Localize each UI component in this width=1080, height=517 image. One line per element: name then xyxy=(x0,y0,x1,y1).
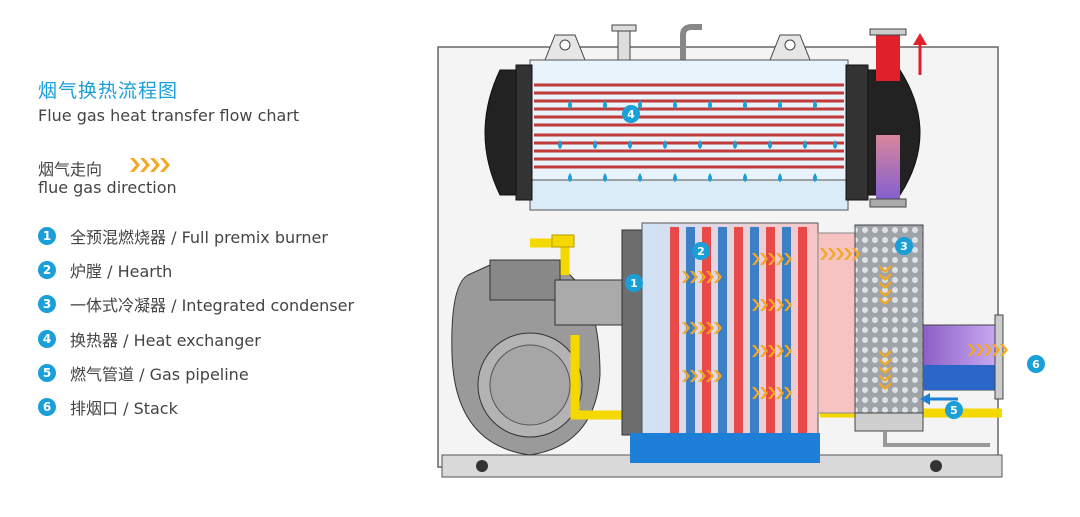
hot-water-outlet xyxy=(876,35,900,81)
legend-item-label: 全预混燃烧器 / Full premix burner xyxy=(70,228,328,247)
heat-exchanger-tubes xyxy=(534,83,844,169)
badge-4: 4 xyxy=(622,105,640,123)
heat-exchanger-left-cap xyxy=(484,69,521,196)
badge-5: 5 xyxy=(945,401,963,419)
hearth-water-tubes xyxy=(670,227,807,437)
legend-item-label: 炉膛 / Hearth xyxy=(70,262,173,281)
hearth xyxy=(641,222,819,439)
svg-text:2: 2 xyxy=(697,245,705,258)
boiler-diagram: 1 2 3 4 5 6 xyxy=(437,24,1045,478)
legend-item-label: 排烟口 / Stack xyxy=(70,399,178,418)
badge-3: 3 xyxy=(895,237,913,255)
badge-6: 6 xyxy=(1027,355,1045,373)
legend-item-label: 燃气管道 / Gas pipeline xyxy=(70,365,249,384)
legend-item-gas-pipeline: 5 燃气管道 / Gas pipeline xyxy=(38,362,249,384)
legend-number: 2 xyxy=(38,261,56,279)
legend-item-hearth: 2 炉膛 / Hearth xyxy=(38,259,172,281)
direction-label-en: flue gas direction xyxy=(38,178,177,197)
legend-number: 3 xyxy=(38,295,56,313)
full-premix-burner xyxy=(621,229,645,436)
legend-item-condenser: 3 一体式冷凝器 / Integrated condenser xyxy=(38,293,354,315)
legend-item-burner: 1 全预混燃烧器 / Full premix burner xyxy=(38,225,328,247)
svg-text:3: 3 xyxy=(900,240,908,253)
legend-number: 4 xyxy=(38,330,56,348)
badge-1: 1 xyxy=(625,274,643,292)
svg-text:5: 5 xyxy=(950,404,958,417)
legend-item-heat-exchanger: 4 换热器 / Heat exchanger xyxy=(38,328,261,350)
svg-text:1: 1 xyxy=(630,277,638,290)
legend-number: 5 xyxy=(38,364,56,382)
legend-title-cn: 烟气换热流程图 xyxy=(38,80,179,102)
legend-item-stack: 6 排烟口 / Stack xyxy=(38,396,178,418)
legend-item-label: 换热器 / Heat exchanger xyxy=(70,331,261,350)
legend-number: 1 xyxy=(38,227,56,245)
svg-text:6: 6 xyxy=(1032,358,1040,371)
flue-direction-arrow-icon xyxy=(130,158,170,172)
blower-fan xyxy=(451,259,626,456)
legend-title-en: Flue gas heat transfer flow chart xyxy=(38,106,300,125)
legend-number: 6 xyxy=(38,398,56,416)
integrated-condenser xyxy=(854,224,924,416)
direction-label-cn: 烟气走向 xyxy=(38,160,103,179)
svg-text:4: 4 xyxy=(627,108,635,121)
legend-item-label: 一体式冷凝器 / Integrated condenser xyxy=(70,296,355,315)
badge-2: 2 xyxy=(692,242,710,260)
